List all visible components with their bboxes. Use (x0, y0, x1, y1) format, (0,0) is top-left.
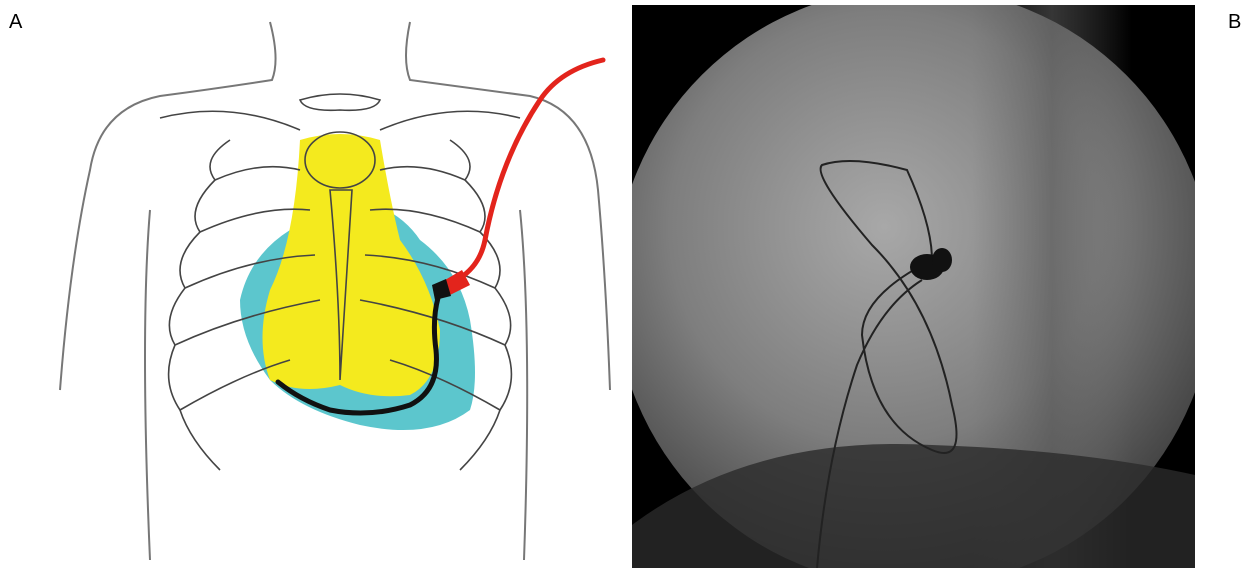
lead-tip-secondary (932, 248, 952, 272)
fluoroscopy-image (632, 5, 1195, 568)
chest-illustration (0, 0, 620, 568)
external-lead (460, 60, 603, 278)
sternum-region (263, 134, 441, 396)
panel-b-label: B (1228, 12, 1241, 32)
